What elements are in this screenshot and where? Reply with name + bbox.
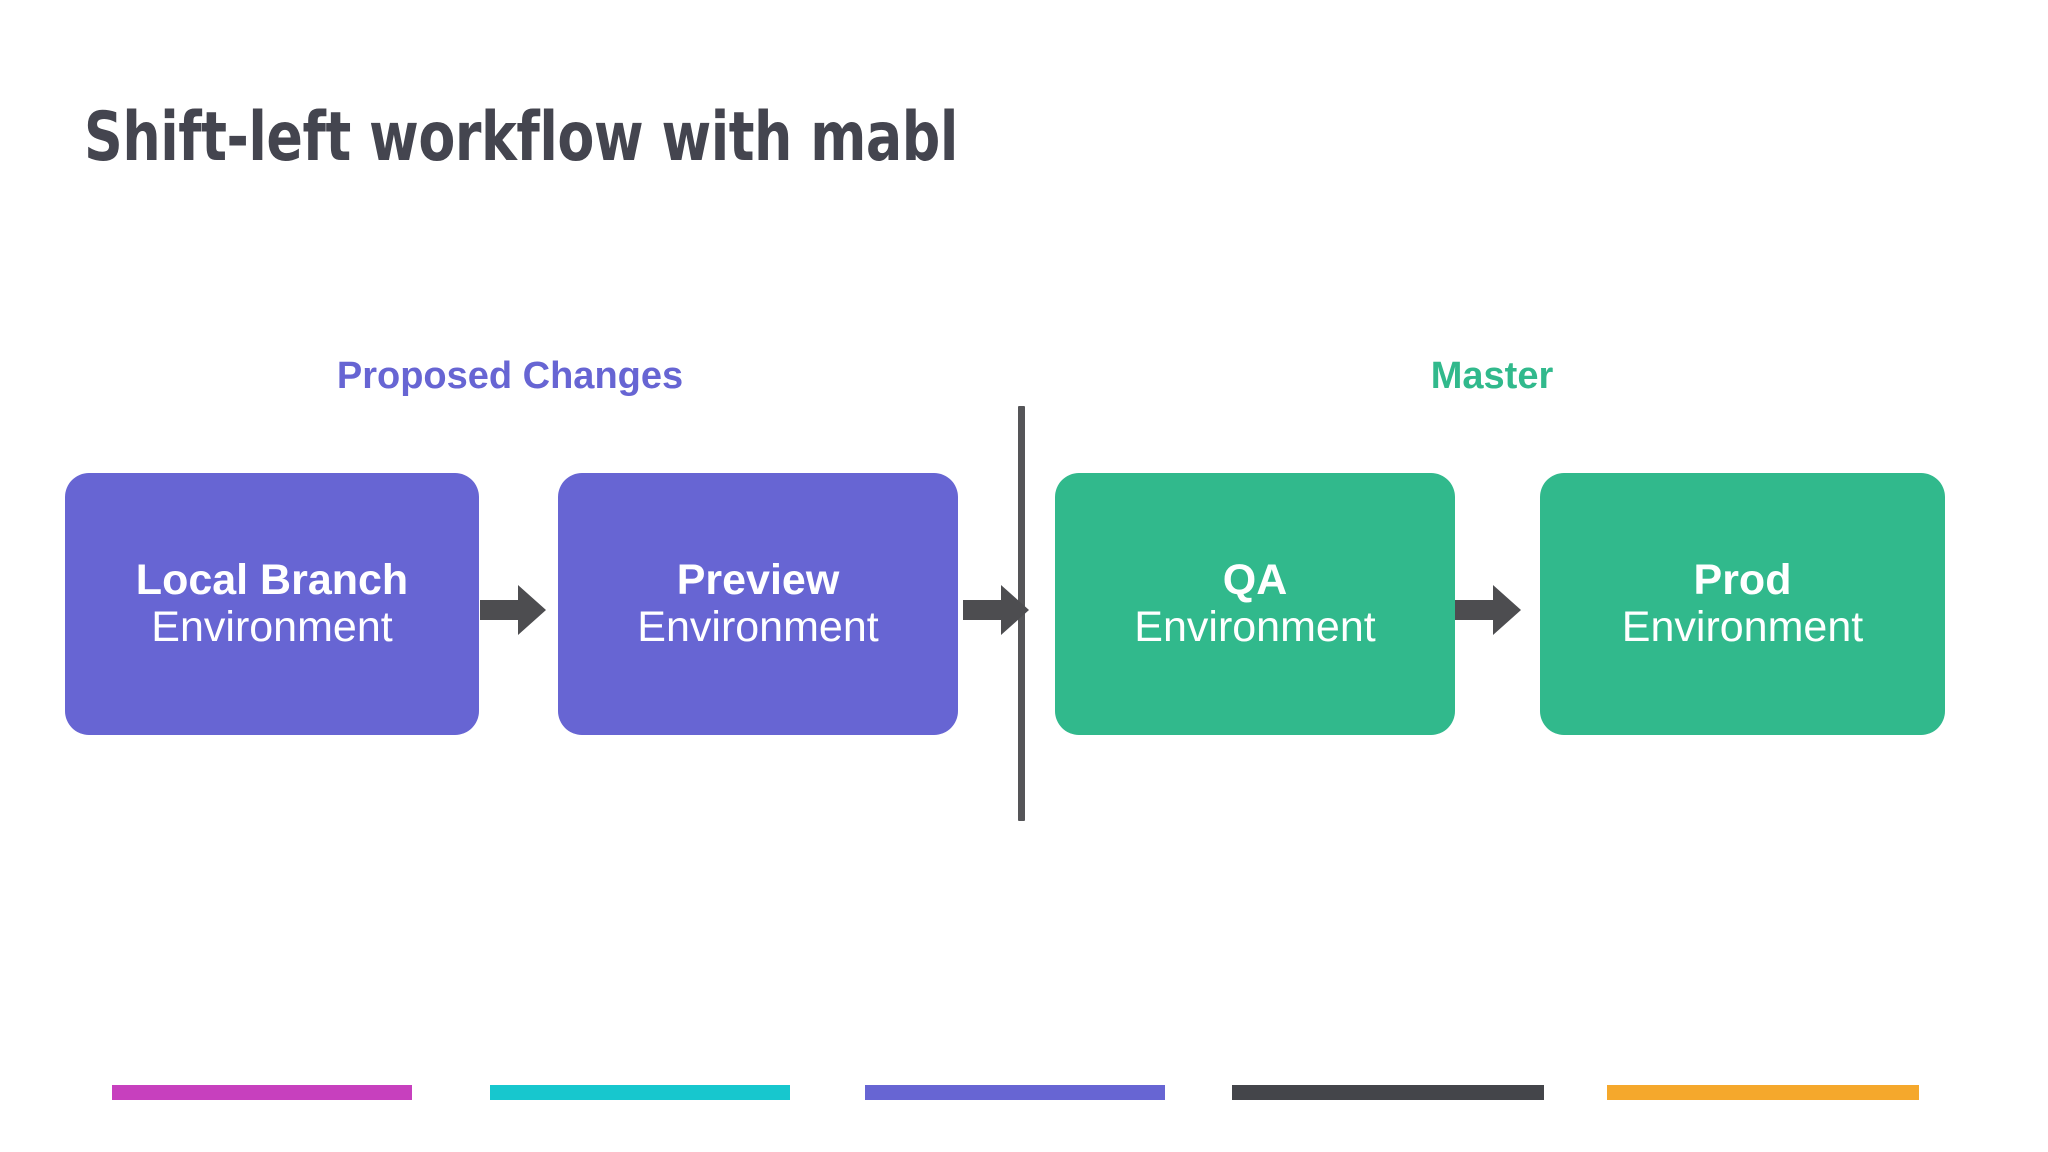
stage-subtitle: Environment: [1134, 603, 1376, 652]
arrow-right-icon: [480, 582, 546, 638]
stage-box-preview[interactable]: Preview Environment: [558, 473, 958, 735]
accent-bar-cyan: [490, 1085, 790, 1100]
group-label-master: Master: [1430, 355, 1554, 397]
arrow-right-icon: [1455, 582, 1521, 638]
stage-box-prod[interactable]: Prod Environment: [1540, 473, 1945, 735]
stage-box-local-branch[interactable]: Local Branch Environment: [65, 473, 479, 735]
accent-bar-strip: [0, 1085, 2048, 1101]
stage-title: Local Branch: [135, 555, 409, 604]
stage-subtitle: Environment: [151, 603, 393, 652]
stage-subtitle: Environment: [637, 603, 879, 652]
stage-title: QA: [1222, 555, 1288, 604]
accent-bar-magenta: [112, 1085, 412, 1100]
accent-bar-purple: [865, 1085, 1165, 1100]
stage-title: Prod: [1693, 555, 1792, 604]
accent-bar-dark: [1232, 1085, 1544, 1100]
group-label-proposed-changes: Proposed Changes: [336, 355, 684, 397]
stage-title: Preview: [676, 555, 840, 604]
stage-box-qa[interactable]: QA Environment: [1055, 473, 1455, 735]
accent-bar-orange: [1607, 1085, 1919, 1100]
stage-subtitle: Environment: [1621, 603, 1864, 652]
page-title: Shift-left workflow with mabl: [84, 98, 958, 177]
arrow-right-icon: [963, 582, 1029, 638]
